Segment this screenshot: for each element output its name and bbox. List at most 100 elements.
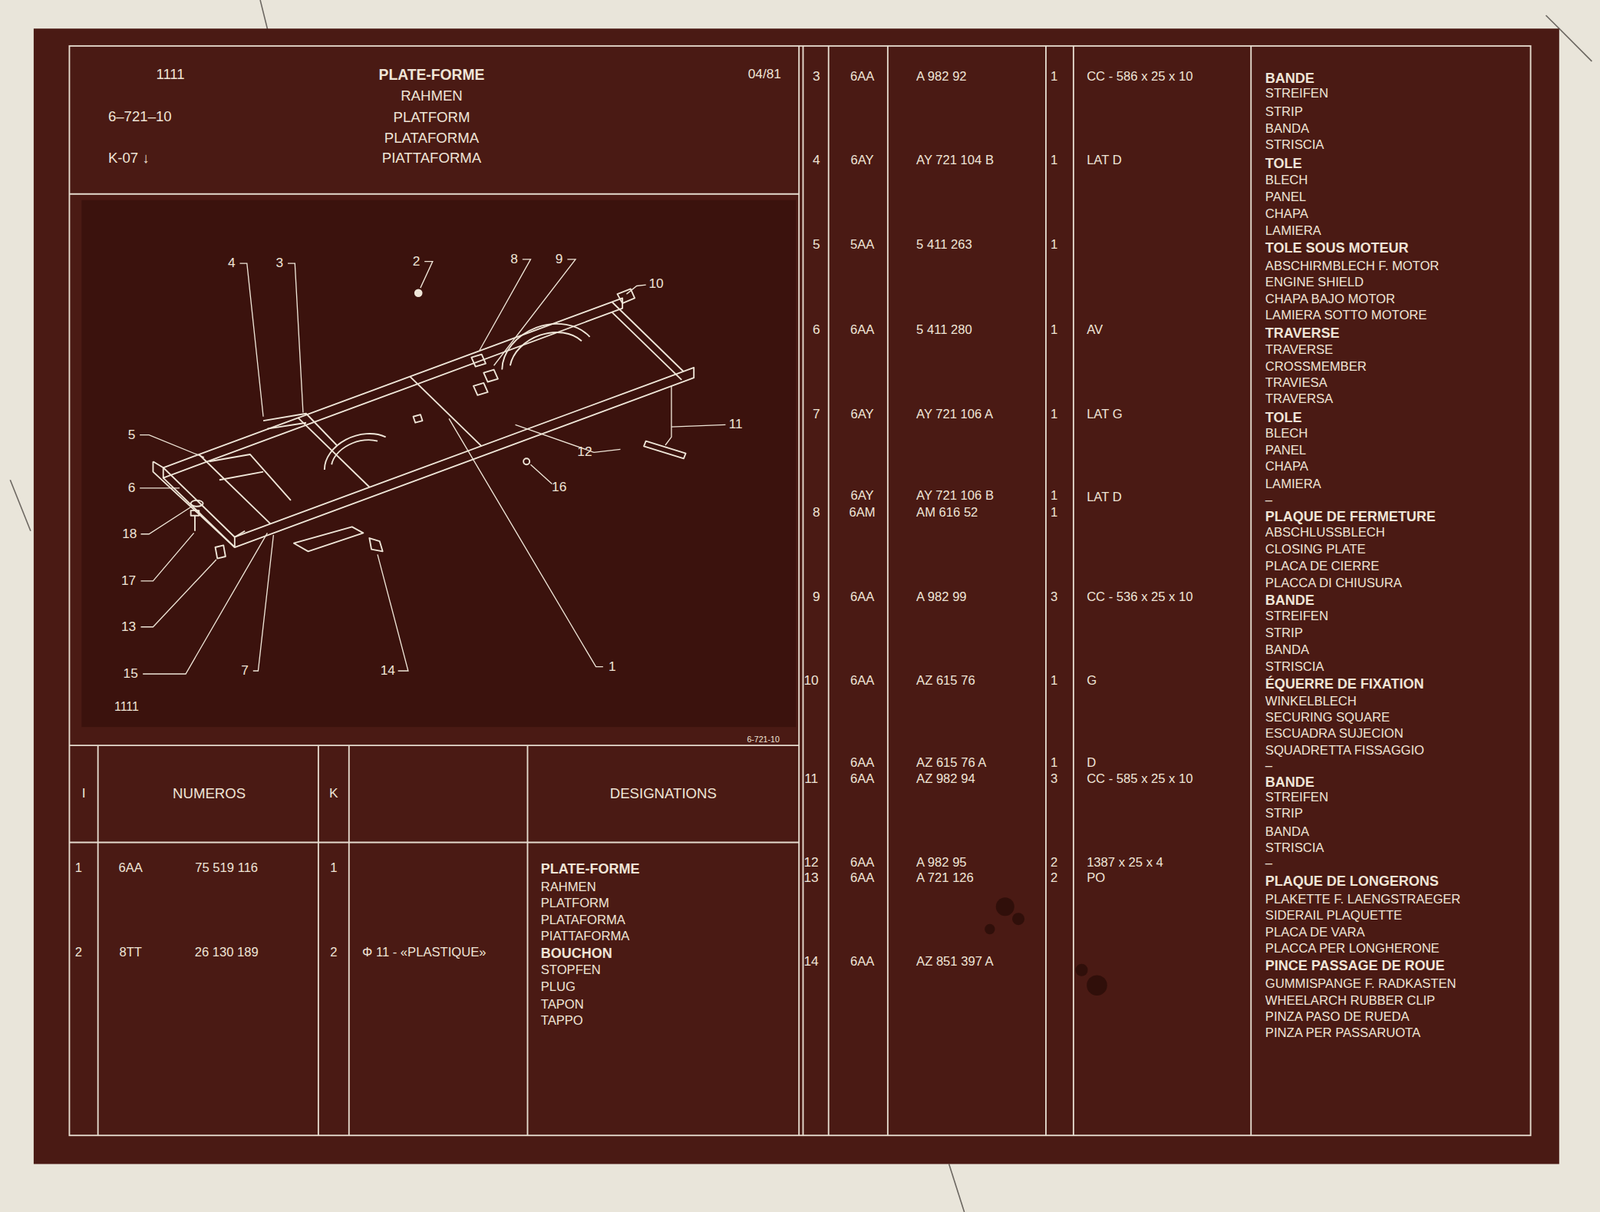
title-translation: RAHMEN [400, 89, 463, 104]
designation-translation: STRIP [1265, 105, 1304, 119]
part-number: AY 721 106 A [916, 408, 993, 422]
designation-translation: PLUG [541, 980, 576, 994]
designation-translation: STRISCIA [1265, 659, 1325, 673]
column-header: K [329, 786, 339, 800]
designation-translation: PLAKETTE F. LAENGSTRAEGER [1265, 893, 1462, 907]
supplier-code: 6AA [850, 590, 875, 604]
designation-heading: PINCE PASSAGE DE ROUE [1265, 958, 1445, 973]
callout-number: 9 [555, 252, 564, 266]
note: PO [1086, 871, 1106, 885]
designation-translation: LAMIERA SOTTO MOTORE [1265, 309, 1428, 323]
callout-number: 14 [380, 663, 396, 677]
item-index: 5 [812, 238, 821, 252]
designation-translation: CLOSING PLATE [1265, 542, 1366, 556]
note: AV [1086, 323, 1103, 337]
supplier-code: 6AY [851, 489, 875, 503]
designation-heading: BANDE [1265, 71, 1315, 86]
chassis-drawing [152, 288, 694, 558]
supplier-code: 6AA [850, 69, 875, 83]
drawing-reference: 6-721-10 [746, 735, 779, 744]
callout-number: 10 [648, 277, 664, 291]
designation-translation: STREIFEN [1265, 791, 1329, 805]
quantity: 1 [1050, 69, 1058, 83]
sheet-number: 1111 [155, 67, 185, 83]
designation-translation: BLECH [1265, 427, 1308, 441]
leader-lines [139, 259, 726, 674]
designation-translation: LAMIERA [1265, 224, 1322, 238]
supplier-code: 6AM [849, 505, 876, 519]
designation-translation: STRISCIA [1265, 841, 1325, 855]
designation-heading: ÉQUERRE DE FIXATION [1265, 676, 1425, 691]
designation-translation: PLATFORM [541, 897, 610, 911]
plug-symbol [414, 288, 423, 297]
quantity: 1 [1050, 674, 1058, 688]
sheet-title: PLATE-FORME [379, 68, 485, 83]
title-translation: PLATFORM [393, 110, 471, 126]
part-number: AZ 615 76 A [916, 755, 987, 769]
supplier-code: 6AA [850, 755, 875, 769]
column-header: I [82, 786, 86, 800]
item-index: 6 [812, 323, 821, 337]
designation-heading: TRAVERSE [1265, 326, 1340, 340]
designation-translation: RAHMEN [541, 880, 597, 895]
quantity: 1 [1050, 505, 1058, 519]
note: Φ 11 - «PLASTIQUE» [362, 946, 486, 960]
note: CC - 585 x 25 x 10 [1086, 772, 1193, 786]
designation-heading: PLATE-FORME [541, 861, 640, 876]
note: CC - 586 x 25 x 10 [1086, 69, 1193, 83]
part-number: 5 411 263 [916, 238, 973, 252]
designation-translation: TRAVERSA [1265, 392, 1333, 406]
designation-translation: TAPON [541, 998, 584, 1012]
table-rules [69, 46, 1531, 1135]
quantity: 1 [1050, 408, 1058, 422]
note: LAT G [1086, 408, 1122, 422]
designation-translation: SIDERAIL PLAQUETTE [1265, 909, 1403, 923]
item-index: 1 [75, 861, 83, 875]
part-number: A 982 92 [916, 69, 967, 83]
designation-translation: ENGINE SHIELD [1265, 276, 1364, 290]
part-number: AM 616 52 [916, 505, 978, 519]
designation-translation: GUMMISPANGE F. RADKASTEN [1265, 977, 1457, 991]
designation-translation: STRISCIA [1265, 138, 1325, 152]
callout-number: 6 [128, 481, 136, 495]
part-number: A 982 99 [916, 590, 967, 604]
title-translation: PIATTAFORMA [382, 151, 482, 166]
supplier-code: 6AA [118, 861, 143, 875]
note: D [1086, 755, 1096, 769]
note: LAT D [1086, 491, 1122, 505]
note: LAT D [1086, 154, 1122, 168]
part-number: 75 519 116 [194, 861, 258, 875]
designation-heading: TOLE [1265, 156, 1303, 171]
part-number: AZ 851 397 A [916, 955, 994, 969]
callout-number: 12 [577, 445, 592, 459]
designation-translation: PLACCA DI CHIUSURA [1265, 576, 1403, 590]
designation-translation: STREIFEN [1265, 610, 1329, 624]
part-number: 5 411 280 [916, 323, 973, 337]
quantity: 3 [1050, 590, 1058, 604]
illustration-panel [81, 200, 796, 727]
designation-translation: PINZA PASO DE RUEDA [1265, 1010, 1410, 1024]
part-number: A 721 126 [916, 871, 974, 885]
designation-translation: PLACA DE VARA [1265, 925, 1366, 939]
item-index: 8 [812, 505, 821, 519]
part-number: A 982 95 [916, 856, 967, 870]
designation-translation: ABSCHLUSSBLECH [1265, 526, 1386, 540]
callout-number: 8 [510, 252, 518, 266]
designation-translation: TRAVERSE [1265, 343, 1333, 357]
callout-number: 4 [227, 257, 236, 271]
item-index: 14 [804, 954, 819, 968]
callout-number: 1 [608, 659, 617, 673]
designation-translation: STRIP [1265, 626, 1304, 640]
designation-translation: – [1265, 758, 1273, 772]
callout-number: 7 [240, 663, 249, 677]
designation-translation: CROSSMEMBER [1265, 359, 1367, 373]
designation-translation: ESCUADRA SUJECION [1265, 727, 1404, 741]
designation-translation: CHAPA [1265, 460, 1309, 474]
supplier-code: 6AA [850, 856, 875, 870]
designation-translation: STOPFEN [541, 963, 601, 977]
column-header: NUMEROS [172, 785, 246, 801]
designation-translation: TAPPO [541, 1014, 584, 1028]
supplier-code: 6AA [850, 955, 875, 969]
designation-translation: SQUADRETTA FISSAGGIO [1265, 743, 1425, 757]
